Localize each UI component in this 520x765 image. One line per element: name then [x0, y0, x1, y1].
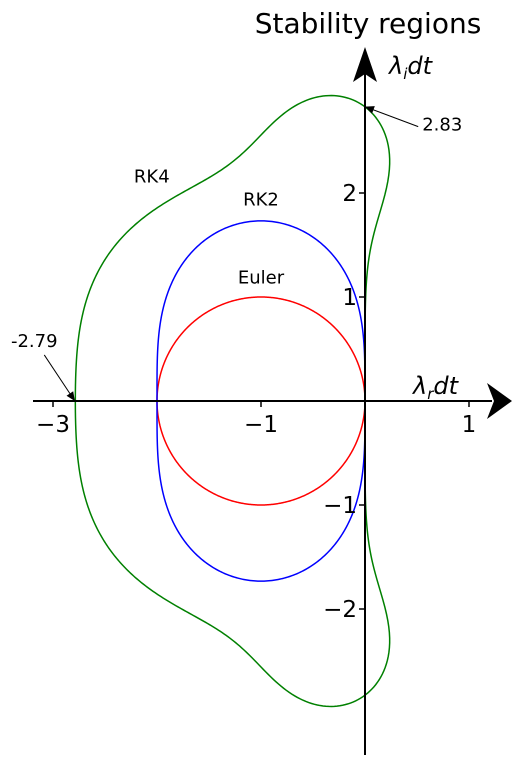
annotation-label: -2.79 [11, 331, 58, 352]
y-tick-label: −1 [323, 493, 357, 519]
label-rk2: RK2 [243, 189, 279, 210]
x-tick-label: −1 [244, 412, 278, 438]
x-axis: −3 −1 1 λrdt [33, 372, 512, 438]
curve-labels: Euler RK2 RK4 [134, 167, 285, 289]
y-tick-label: 1 [342, 285, 357, 311]
label-euler: Euler [238, 267, 285, 288]
x-tick-label: −3 [36, 412, 70, 438]
y-tick-label: 2 [342, 181, 357, 207]
label-rk4: RK4 [134, 167, 170, 188]
x-ticks: −3 −1 1 [36, 401, 476, 438]
y-axis-label: λidt [387, 52, 434, 83]
y-ticks: 2 1 −1 −2 [323, 181, 365, 623]
x-axis-arrowhead [487, 383, 512, 419]
x-axis-label: λrdt [411, 372, 460, 403]
x-tick-label: 1 [462, 412, 477, 438]
annotation-arrow-line [364, 106, 419, 128]
annotations: -2.79 2.83 [11, 106, 462, 402]
annotation-label: 2.83 [422, 115, 462, 136]
annotation-arrow-line [43, 354, 76, 402]
annotation-arrowhead [66, 391, 75, 401]
chart-title: Stability regions [255, 7, 482, 40]
y-axis: 2 1 −1 −2 λidt [323, 47, 434, 755]
annotation-arrowhead [365, 106, 375, 114]
y-axis-arrowhead [353, 47, 377, 82]
y-tick-label: −2 [323, 597, 357, 623]
